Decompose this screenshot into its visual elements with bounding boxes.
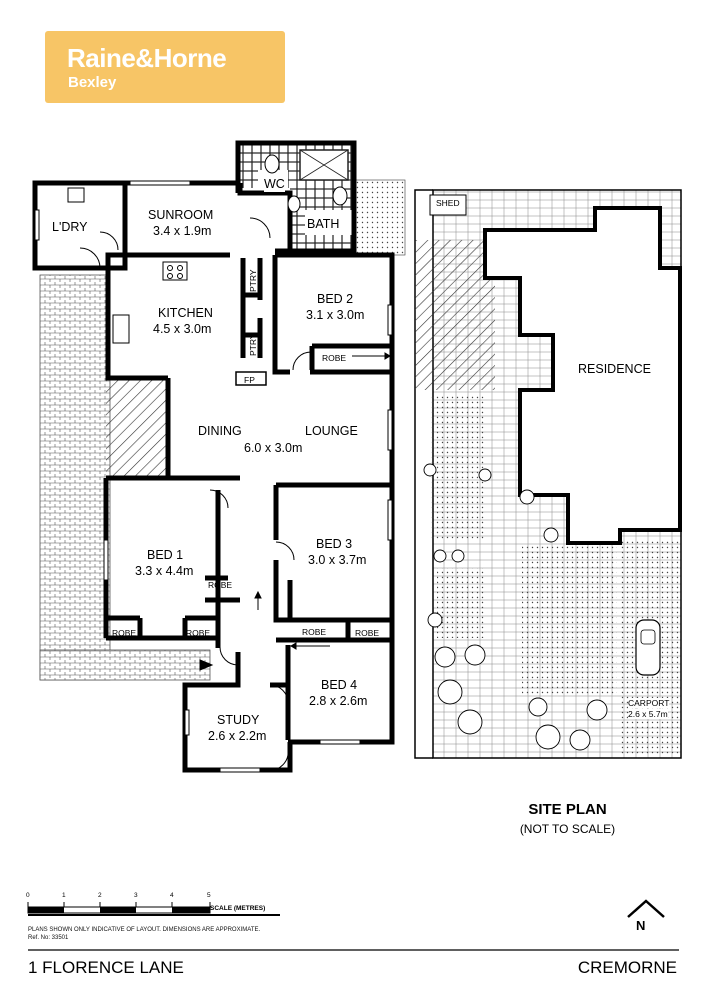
pantry-top-label: PTRY xyxy=(248,269,258,292)
scale-bar xyxy=(27,902,280,916)
scale-tick-1: 1 xyxy=(62,892,66,899)
fireplace xyxy=(235,371,267,386)
room-bed1-label: BED 1 xyxy=(147,548,184,562)
windows xyxy=(34,180,393,773)
property-suburb: CREMORNE xyxy=(577,958,677,977)
room-bed1-dim: 3.3 x 4.4m xyxy=(135,564,194,578)
site-residence-label: RESIDENCE xyxy=(578,362,651,376)
room-study-dim: 2.6 x 2.2m xyxy=(208,729,267,743)
dotted-paving-east xyxy=(354,179,406,256)
room-sunroom-dim: 3.4 x 1.9m xyxy=(153,224,212,238)
disclaimer-line: PLANS SHOWN ONLY INDICATIVE OF LAYOUT. D… xyxy=(28,927,261,933)
bed1-robe-left-label: ROBE xyxy=(112,628,137,638)
site-plan-drawing xyxy=(414,189,682,759)
site-carport-dim: 2.6 x 5.7m xyxy=(628,709,668,719)
bed1-robe-right-label: ROBE xyxy=(186,628,211,638)
room-wc-label: WC xyxy=(264,177,285,192)
site-plan-subtitle: (NOT TO SCALE) xyxy=(519,822,616,836)
door-swings xyxy=(79,217,312,771)
site-carport-label: CARPORT xyxy=(628,698,670,708)
room-bed4-dim: 2.8 x 2.6m xyxy=(309,694,368,708)
scale-tick-3: 3 xyxy=(134,892,138,899)
room-study-label: STUDY xyxy=(217,713,260,727)
logo-office: Bexley xyxy=(68,74,117,91)
room-bed3-dim: 3.0 x 3.7m xyxy=(308,553,367,567)
scale-tick-5: 5 xyxy=(207,892,211,899)
room-ldry-label: L'DRY xyxy=(52,220,88,234)
room-bed2-dim: 3.1 x 3.0m xyxy=(306,308,365,322)
site-plan-title: SITE PLAN xyxy=(528,801,607,818)
bed1-side-robe-label: ROBE xyxy=(208,580,233,590)
site-shed-label: SHED xyxy=(436,198,460,208)
room-bed3-label: BED 3 xyxy=(316,537,353,551)
fireplace-label: FP xyxy=(244,375,255,385)
north-label: N xyxy=(636,918,646,933)
room-dining-label: DINING xyxy=(198,424,242,438)
fixtures xyxy=(67,154,348,344)
bed2-robe-label: ROBE xyxy=(322,353,347,363)
pantry-bottom-label: PTRY xyxy=(248,333,258,356)
hatched-courtyard xyxy=(106,378,166,478)
room-sunroom-label: SUNROOM xyxy=(148,208,214,222)
agency-logo: Raine&Horne Bexley xyxy=(45,31,285,103)
room-lounge-label: LOUNGE xyxy=(305,424,358,438)
logo-brand: Raine&Horne xyxy=(67,43,227,73)
room-kitchen-label: KITCHEN xyxy=(158,306,213,320)
room-bath-label: BATH xyxy=(307,217,340,232)
disclaimer-note: PLANS SHOWN ONLY INDICATIVE OF LAYOUT. D… xyxy=(28,926,260,942)
scale-tick-0: 0 xyxy=(26,892,30,899)
reference-number: Ref. No: 33501 xyxy=(28,935,69,941)
room-kitchen-dim: 4.5 x 3.0m xyxy=(153,322,212,336)
scale-tick-2: 2 xyxy=(98,892,102,899)
arrows xyxy=(199,352,391,671)
scale-label: SCALE (METRES) xyxy=(210,905,266,912)
north-arrow-icon xyxy=(627,899,665,918)
room-bed4-label: BED 4 xyxy=(321,678,358,692)
room-dining-lounge-dim: 6.0 x 3.0m xyxy=(244,441,303,455)
bed3-robe-left-label: ROBE xyxy=(302,627,327,637)
property-address: 1 FLORENCE LANE xyxy=(28,958,184,977)
room-bed2-label: BED 2 xyxy=(317,292,354,306)
scale-tick-4: 4 xyxy=(170,892,174,899)
bed3-robe-right-label: ROBE xyxy=(355,628,380,638)
